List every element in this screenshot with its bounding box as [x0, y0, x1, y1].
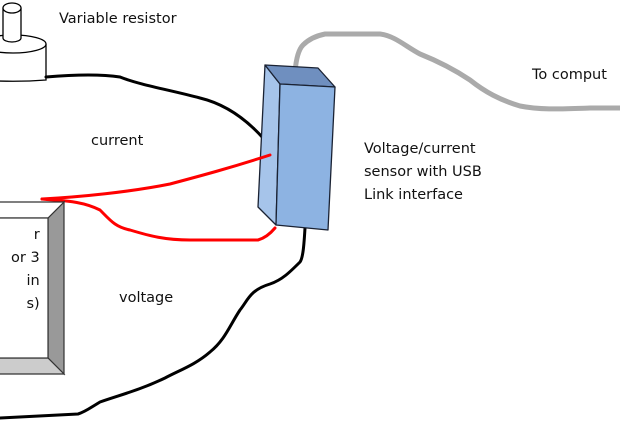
source-line-2: or 3	[11, 250, 40, 266]
sensor-line-1: Voltage/current	[364, 141, 476, 157]
black-wire-sensor-to-source	[0, 226, 307, 420]
source-box-face	[0, 217, 49, 359]
source-box-right-bevel	[47, 200, 65, 376]
source-box	[0, 200, 66, 376]
variable-resistor	[0, 2, 47, 82]
usb-cable	[292, 31, 620, 112]
source-line-4: s)	[26, 296, 40, 312]
red-wire-upper	[40, 153, 272, 201]
voltage-label: voltage	[119, 291, 174, 306]
sensor-line-3: Link interface	[364, 187, 463, 203]
source-description: r or 3 in s)	[11, 224, 40, 316]
sensor-line-2: sensor with USB	[364, 164, 482, 180]
sensor-description: Voltage/current sensor with USB Link int…	[364, 138, 482, 207]
red-wire-lower	[40, 197, 277, 242]
source-line-1: r	[33, 227, 40, 243]
resistor-knob-body	[2, 8, 22, 43]
source-line-3: in	[26, 273, 40, 289]
variable-resistor-label: Variable resistor	[59, 11, 177, 27]
sensor-front-face	[275, 83, 336, 231]
current-label: current	[91, 133, 144, 149]
to-computer-label: To comput	[532, 67, 607, 83]
resistor-knob-top	[2, 2, 22, 14]
sensor-box	[257, 64, 336, 231]
black-wire-resistor-to-sensor	[44, 73, 265, 140]
